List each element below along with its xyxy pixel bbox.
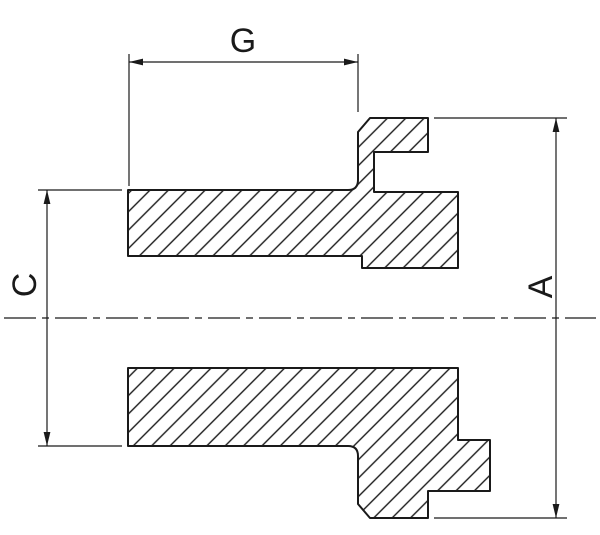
dimension-c-arrowhead-top [43,190,51,204]
dimension-c-label: C [6,273,44,298]
lower-half-section [127,367,491,519]
dimension-c-arrowhead-bottom [43,432,51,446]
dimension-g-arrowhead-right [344,58,358,66]
dimension-a-arrowhead-bottom [552,504,560,518]
upper-half-section [127,117,459,269]
dimension-g-arrowhead-left [129,58,143,66]
dimension-g: G [128,22,359,186]
part-section [127,117,491,519]
dimension-c: C [6,189,122,447]
dimension-a-arrowhead-top [552,118,560,132]
dimension-g-label: G [230,22,256,60]
dimension-a-label: A [522,275,560,298]
dimension-a: A [434,117,567,519]
